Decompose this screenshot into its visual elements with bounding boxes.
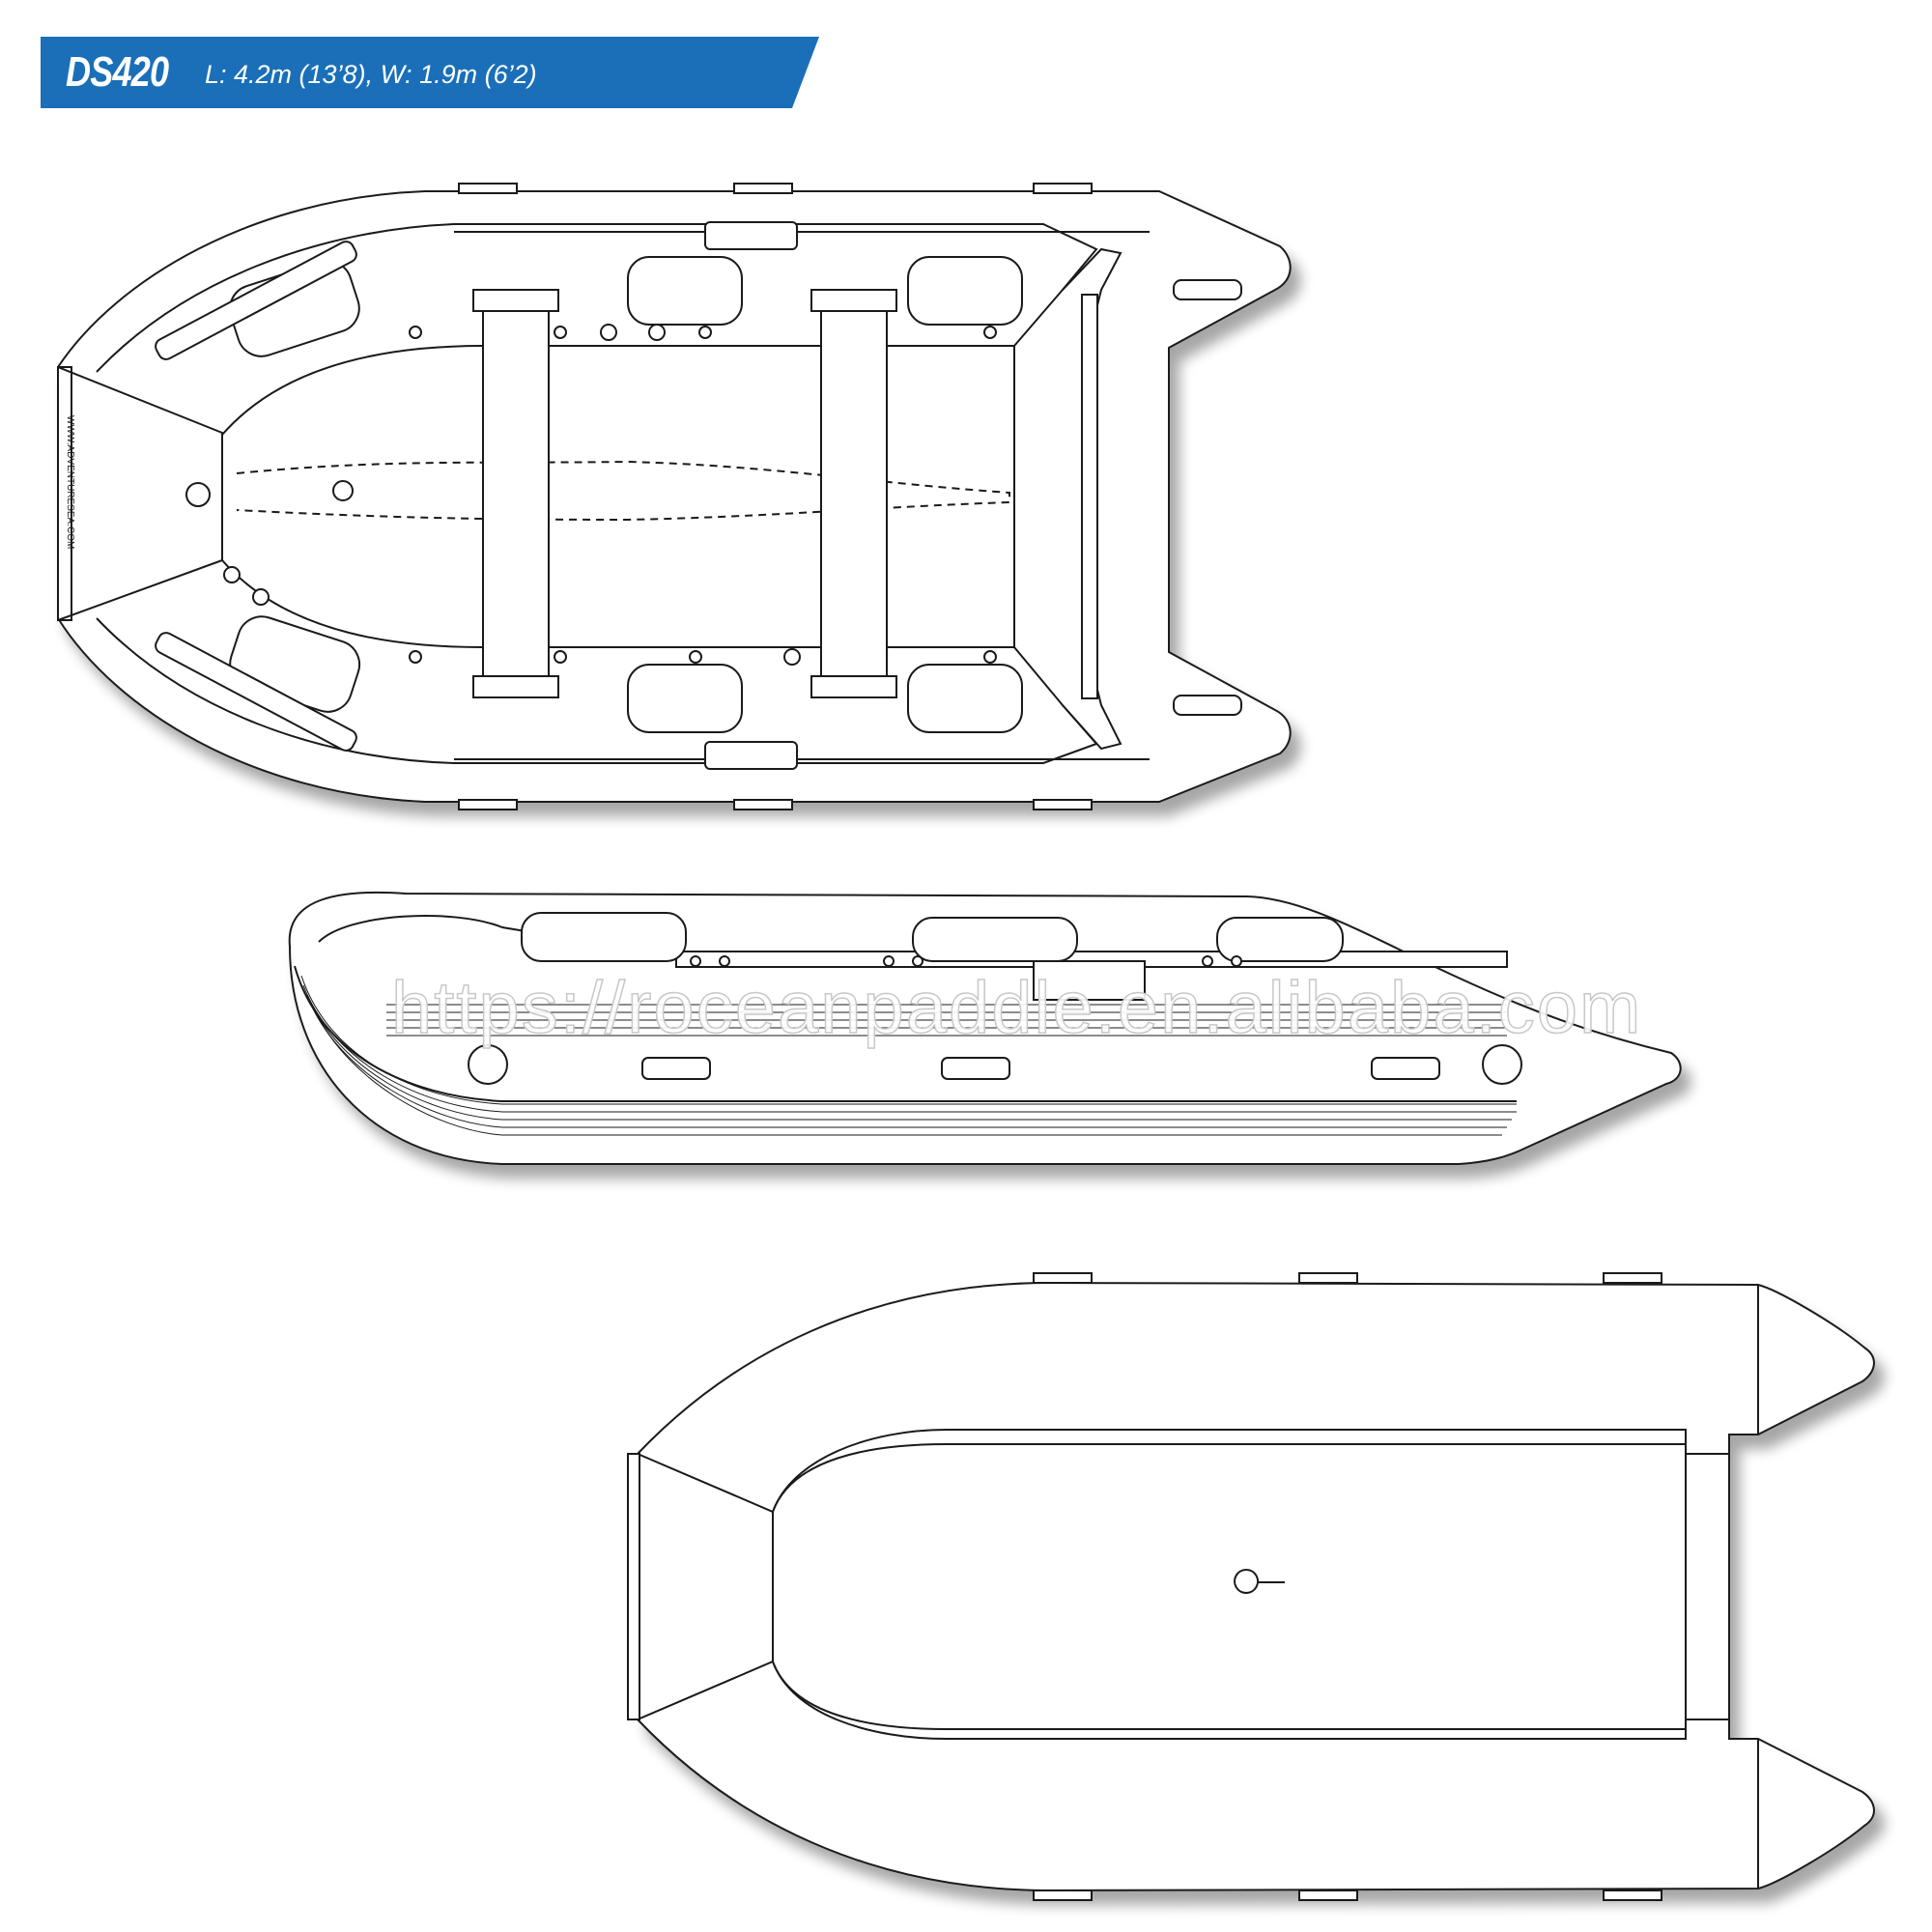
- seat-rear: [820, 291, 888, 698]
- seat-rear-clamp-bottom: [810, 675, 897, 698]
- floor-valve: [332, 480, 354, 501]
- side-towing-eye-front: [468, 1044, 508, 1085]
- transom: [57, 366, 72, 621]
- side-lifeline-handle-1: [641, 1057, 711, 1080]
- pad-3: [627, 664, 743, 733]
- bottom-view: [627, 1272, 1875, 1901]
- dimensions-label: L: 4.2m (13’8), W: 1.9m (6’2): [205, 60, 537, 89]
- banner-background: [41, 37, 819, 108]
- side-towing-eye-rear: [1482, 1044, 1522, 1085]
- bow-handle-bottom: [155, 632, 357, 752]
- bottom-drain: [1234, 1569, 1260, 1594]
- bow-drain: [185, 482, 211, 507]
- seat-rear-clamp-top: [810, 289, 897, 312]
- rear-handle-top: [1173, 279, 1242, 300]
- rear-handle-bottom: [1173, 695, 1242, 716]
- bottom-transom: [627, 1453, 640, 1720]
- side-pad-1: [521, 912, 687, 962]
- pad-1: [627, 256, 743, 326]
- pad-4: [907, 664, 1023, 733]
- top-view: WWW.ADVENTURESEA.COM: [57, 183, 1292, 810]
- oarlock-top: [704, 221, 798, 250]
- transom-text: WWW.ADVENTURESEA.COM: [65, 415, 75, 549]
- seat-front-clamp-bottom: [472, 675, 559, 698]
- transom-board: [1081, 294, 1098, 699]
- side-pad-3: [1216, 917, 1344, 962]
- seat-front-clamp-top: [472, 289, 559, 312]
- side-oarlock: [1033, 960, 1146, 1001]
- side-lifeline-handle-3: [1371, 1057, 1440, 1080]
- side-pad-2: [912, 917, 1078, 962]
- watermark: https://roceanpaddle.en.alibaba.com: [390, 966, 1643, 1050]
- header-banner: DS420 L: 4.2m (13’8), W: 1.9m (6’2): [0, 0, 1932, 126]
- banner-shape: [41, 37, 819, 108]
- side-stripes: [300, 975, 1517, 1136]
- oarlock-bottom: [704, 741, 798, 770]
- side-lifeline-handle-2: [941, 1057, 1010, 1080]
- bottom-keel-panel: [772, 1443, 1687, 1730]
- model-title: DS420: [66, 48, 169, 96]
- seat-front: [482, 291, 550, 698]
- side-inner-tube: [318, 915, 1507, 957]
- pad-2: [907, 256, 1023, 326]
- side-view: [288, 891, 1682, 1165]
- bow-handle-top: [155, 241, 357, 360]
